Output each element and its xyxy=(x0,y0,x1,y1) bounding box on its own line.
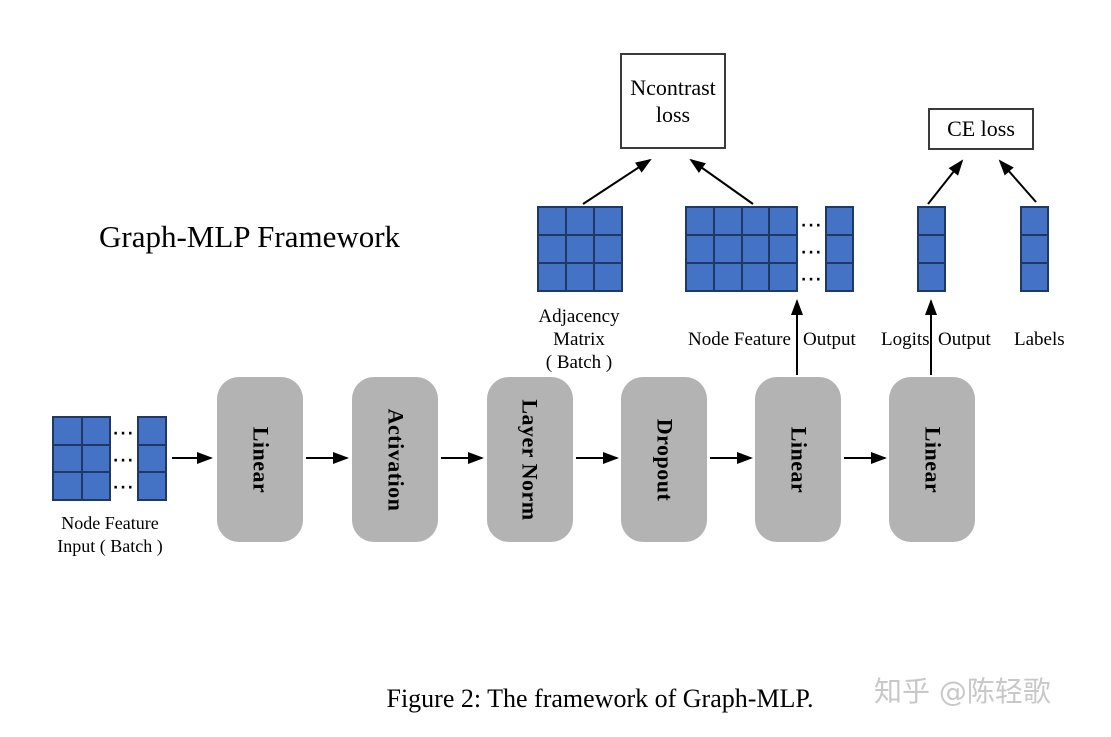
pipeline-box-layer-norm-label: Layer Norm xyxy=(518,398,544,521)
matrix-cell xyxy=(742,264,769,290)
matrix-cell xyxy=(919,236,944,262)
labels-column-label: Labels xyxy=(1014,329,1065,350)
output-matrix-label-right: Output xyxy=(803,329,856,350)
adjacency-matrix xyxy=(537,206,623,292)
matrix-cell xyxy=(82,473,109,499)
matrix-cell xyxy=(714,264,741,290)
input-label-line2: Input ( Batch ) xyxy=(57,536,163,556)
matrix-cell xyxy=(919,264,944,290)
matrix-cell xyxy=(82,445,109,472)
matrix-cell xyxy=(919,208,944,234)
matrix-cell xyxy=(687,264,713,290)
logits-output-matrix xyxy=(917,206,946,292)
ce-loss-label: CE loss xyxy=(947,116,1015,142)
ncontrast-loss-line1: Ncontrast xyxy=(630,74,716,100)
matrix-cell xyxy=(595,208,621,234)
ncontrast-loss-box: Ncontrast loss xyxy=(620,53,726,149)
matrix-cell xyxy=(827,264,852,290)
logits-label-left: Logits xyxy=(881,329,930,350)
matrix-cell xyxy=(770,264,796,290)
diagram-title: Graph-MLP Framework xyxy=(99,219,401,254)
matrix-cell xyxy=(742,208,769,234)
matrix-cell xyxy=(539,208,565,234)
matrix-cell xyxy=(1022,208,1047,234)
pipeline-box-dropout-label: Dropout xyxy=(652,418,677,501)
input-matrix-label: Node Feature Input ( Batch ) xyxy=(27,512,193,558)
matrix-cell xyxy=(54,473,81,499)
matrix-cell xyxy=(770,236,796,262)
node-feature-output-ellipsis: ··· ··· ··· xyxy=(799,212,825,294)
pipeline-box-activation-label: Activation xyxy=(383,408,409,511)
output-matrix-label-left: Node Feature xyxy=(688,329,791,350)
input-label-line1: Node Feature xyxy=(61,513,159,533)
pipeline-box-linear-3-label: Linear xyxy=(920,426,945,493)
pipeline-box-linear-3: Linear xyxy=(889,377,975,542)
pipeline-box-linear-1-label: Linear xyxy=(248,426,273,493)
matrix-cell xyxy=(714,208,741,234)
matrix-cell xyxy=(539,264,565,290)
pipeline-box-linear-2: Linear xyxy=(755,377,841,542)
pipeline-box-linear-1: Linear xyxy=(217,377,303,542)
adjacency-label-line3: ( Batch ) xyxy=(545,352,613,373)
pipeline-box-linear-2-label: Linear xyxy=(786,426,811,493)
matrix-cell xyxy=(54,445,81,472)
ellipsis-row: ··· xyxy=(113,425,135,442)
pipeline-box-activation: Activation xyxy=(352,377,438,542)
adjacency-matrix-label: Adjacency Matrix ( Batch ) xyxy=(518,305,640,374)
pipeline-box-dropout: Dropout xyxy=(621,377,707,542)
adjacency-label-line1: Adjacency xyxy=(538,306,620,327)
arrow-labels-to-ce xyxy=(998,159,1037,203)
node-feature-input-ellipsis: ··· ··· ··· xyxy=(111,420,137,502)
watermark: 知乎 @陈轻歌 xyxy=(874,675,1051,708)
ellipsis-row: ··· xyxy=(801,244,823,261)
pipeline-box-layer-norm: Layer Norm xyxy=(487,377,573,542)
matrix-cell xyxy=(687,208,713,234)
adjacency-label-line2: Matrix xyxy=(553,329,605,350)
figure-caption: Figure 2: The framework of Graph-MLP. xyxy=(386,684,814,713)
ce-loss-box: CE loss xyxy=(928,108,1034,150)
node-feature-output-matrix xyxy=(685,206,798,292)
arrow-logits-to-ce xyxy=(927,159,964,205)
node-feature-output-last-column xyxy=(825,206,854,292)
labels-matrix xyxy=(1020,206,1049,292)
matrix-cell xyxy=(54,418,81,444)
node-feature-input-last-column xyxy=(137,416,167,501)
node-feature-input-matrix xyxy=(52,416,111,501)
matrix-cell xyxy=(595,236,621,262)
logits-label-right: Output xyxy=(938,329,991,350)
matrix-cell xyxy=(567,236,593,262)
matrix-cell xyxy=(827,208,852,234)
matrix-cell xyxy=(1022,236,1047,262)
arrow-output-to-ncontrast xyxy=(689,158,754,205)
matrix-cell xyxy=(539,236,565,262)
matrix-cell xyxy=(139,473,165,499)
ellipsis-row: ··· xyxy=(801,272,823,289)
matrix-cell xyxy=(687,236,713,262)
matrix-cell xyxy=(567,264,593,290)
matrix-cell xyxy=(595,264,621,290)
matrix-cell xyxy=(139,418,165,444)
arrow-adjacency-to-ncontrast xyxy=(582,158,652,205)
matrix-cell xyxy=(139,445,165,472)
matrix-cell xyxy=(567,208,593,234)
ncontrast-loss-line2: loss xyxy=(655,102,691,127)
matrix-cell xyxy=(82,418,109,444)
ellipsis-row: ··· xyxy=(113,480,135,497)
matrix-cell xyxy=(714,236,741,262)
ellipsis-row: ··· xyxy=(801,217,823,234)
matrix-cell xyxy=(770,208,796,234)
matrix-cell xyxy=(1022,264,1047,290)
ellipsis-row: ··· xyxy=(113,452,135,469)
matrix-cell xyxy=(827,236,852,262)
matrix-cell xyxy=(742,236,769,262)
